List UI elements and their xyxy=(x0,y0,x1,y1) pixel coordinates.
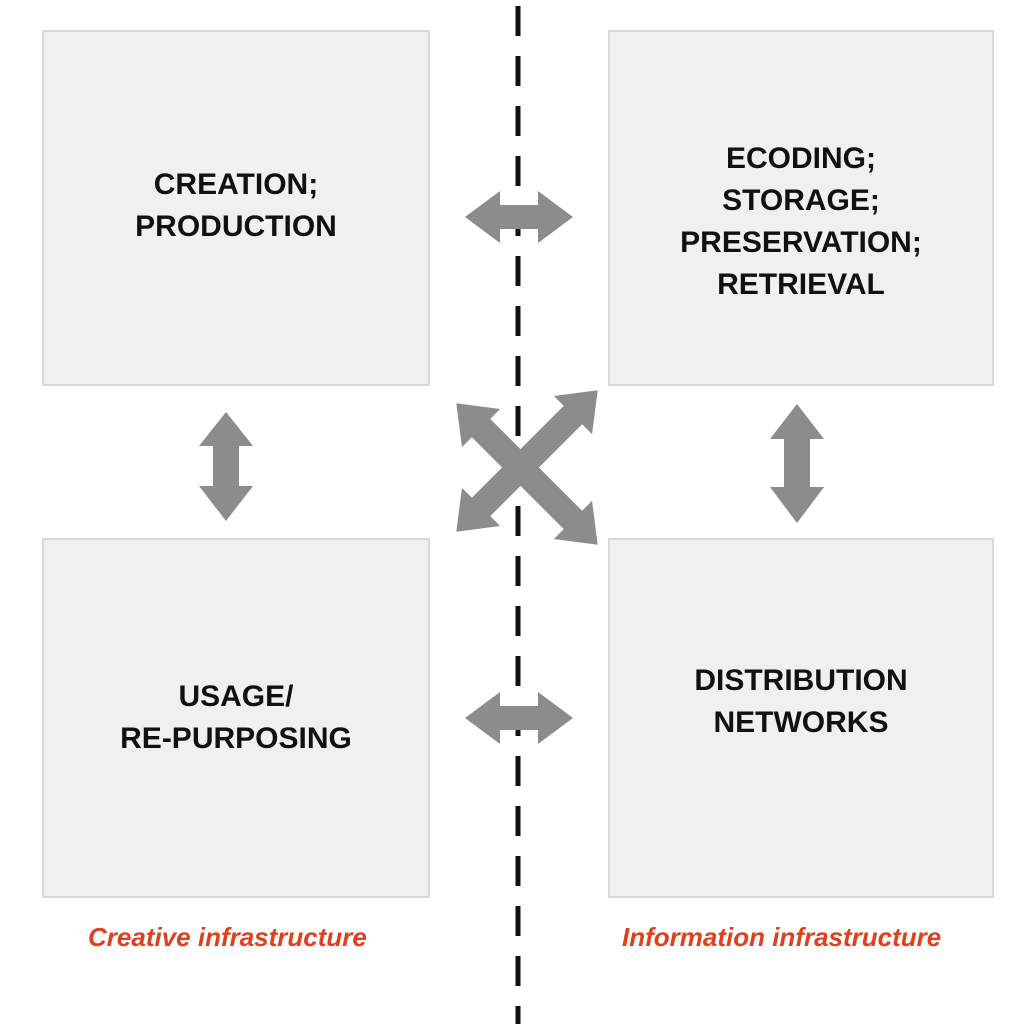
cross-arrows xyxy=(456,390,598,545)
information-infrastructure-caption: Information infrastructure xyxy=(622,922,942,952)
creation-production-label: CREATION; PRODUCTION xyxy=(135,168,337,243)
double-arrow-top xyxy=(465,191,573,243)
distribution-networks-box: DISTRIBUTION NETWORKS xyxy=(608,538,994,898)
diagonal-arrow-tr-bl xyxy=(456,390,598,532)
distribution-networks-label: DISTRIBUTION NETWORKS xyxy=(694,664,908,739)
usage-repurposing-label: USAGE/ RE-PURPOSING xyxy=(120,680,352,755)
double-arrow-right xyxy=(770,404,824,523)
double-arrow-left xyxy=(199,412,253,521)
creation-production-box: CREATION; PRODUCTION xyxy=(42,30,430,386)
usage-repurposing-box: USAGE/ RE-PURPOSING xyxy=(42,538,430,898)
encoding-storage-box: ECODING; STORAGE; PRESERVATION; RETRIEVA… xyxy=(608,30,994,386)
creative-infrastructure-caption: Creative infrastructure xyxy=(88,922,367,952)
double-arrow-bottom xyxy=(465,692,573,744)
encoding-storage-label: ECODING; STORAGE; PRESERVATION; RETRIEVA… xyxy=(680,142,922,301)
